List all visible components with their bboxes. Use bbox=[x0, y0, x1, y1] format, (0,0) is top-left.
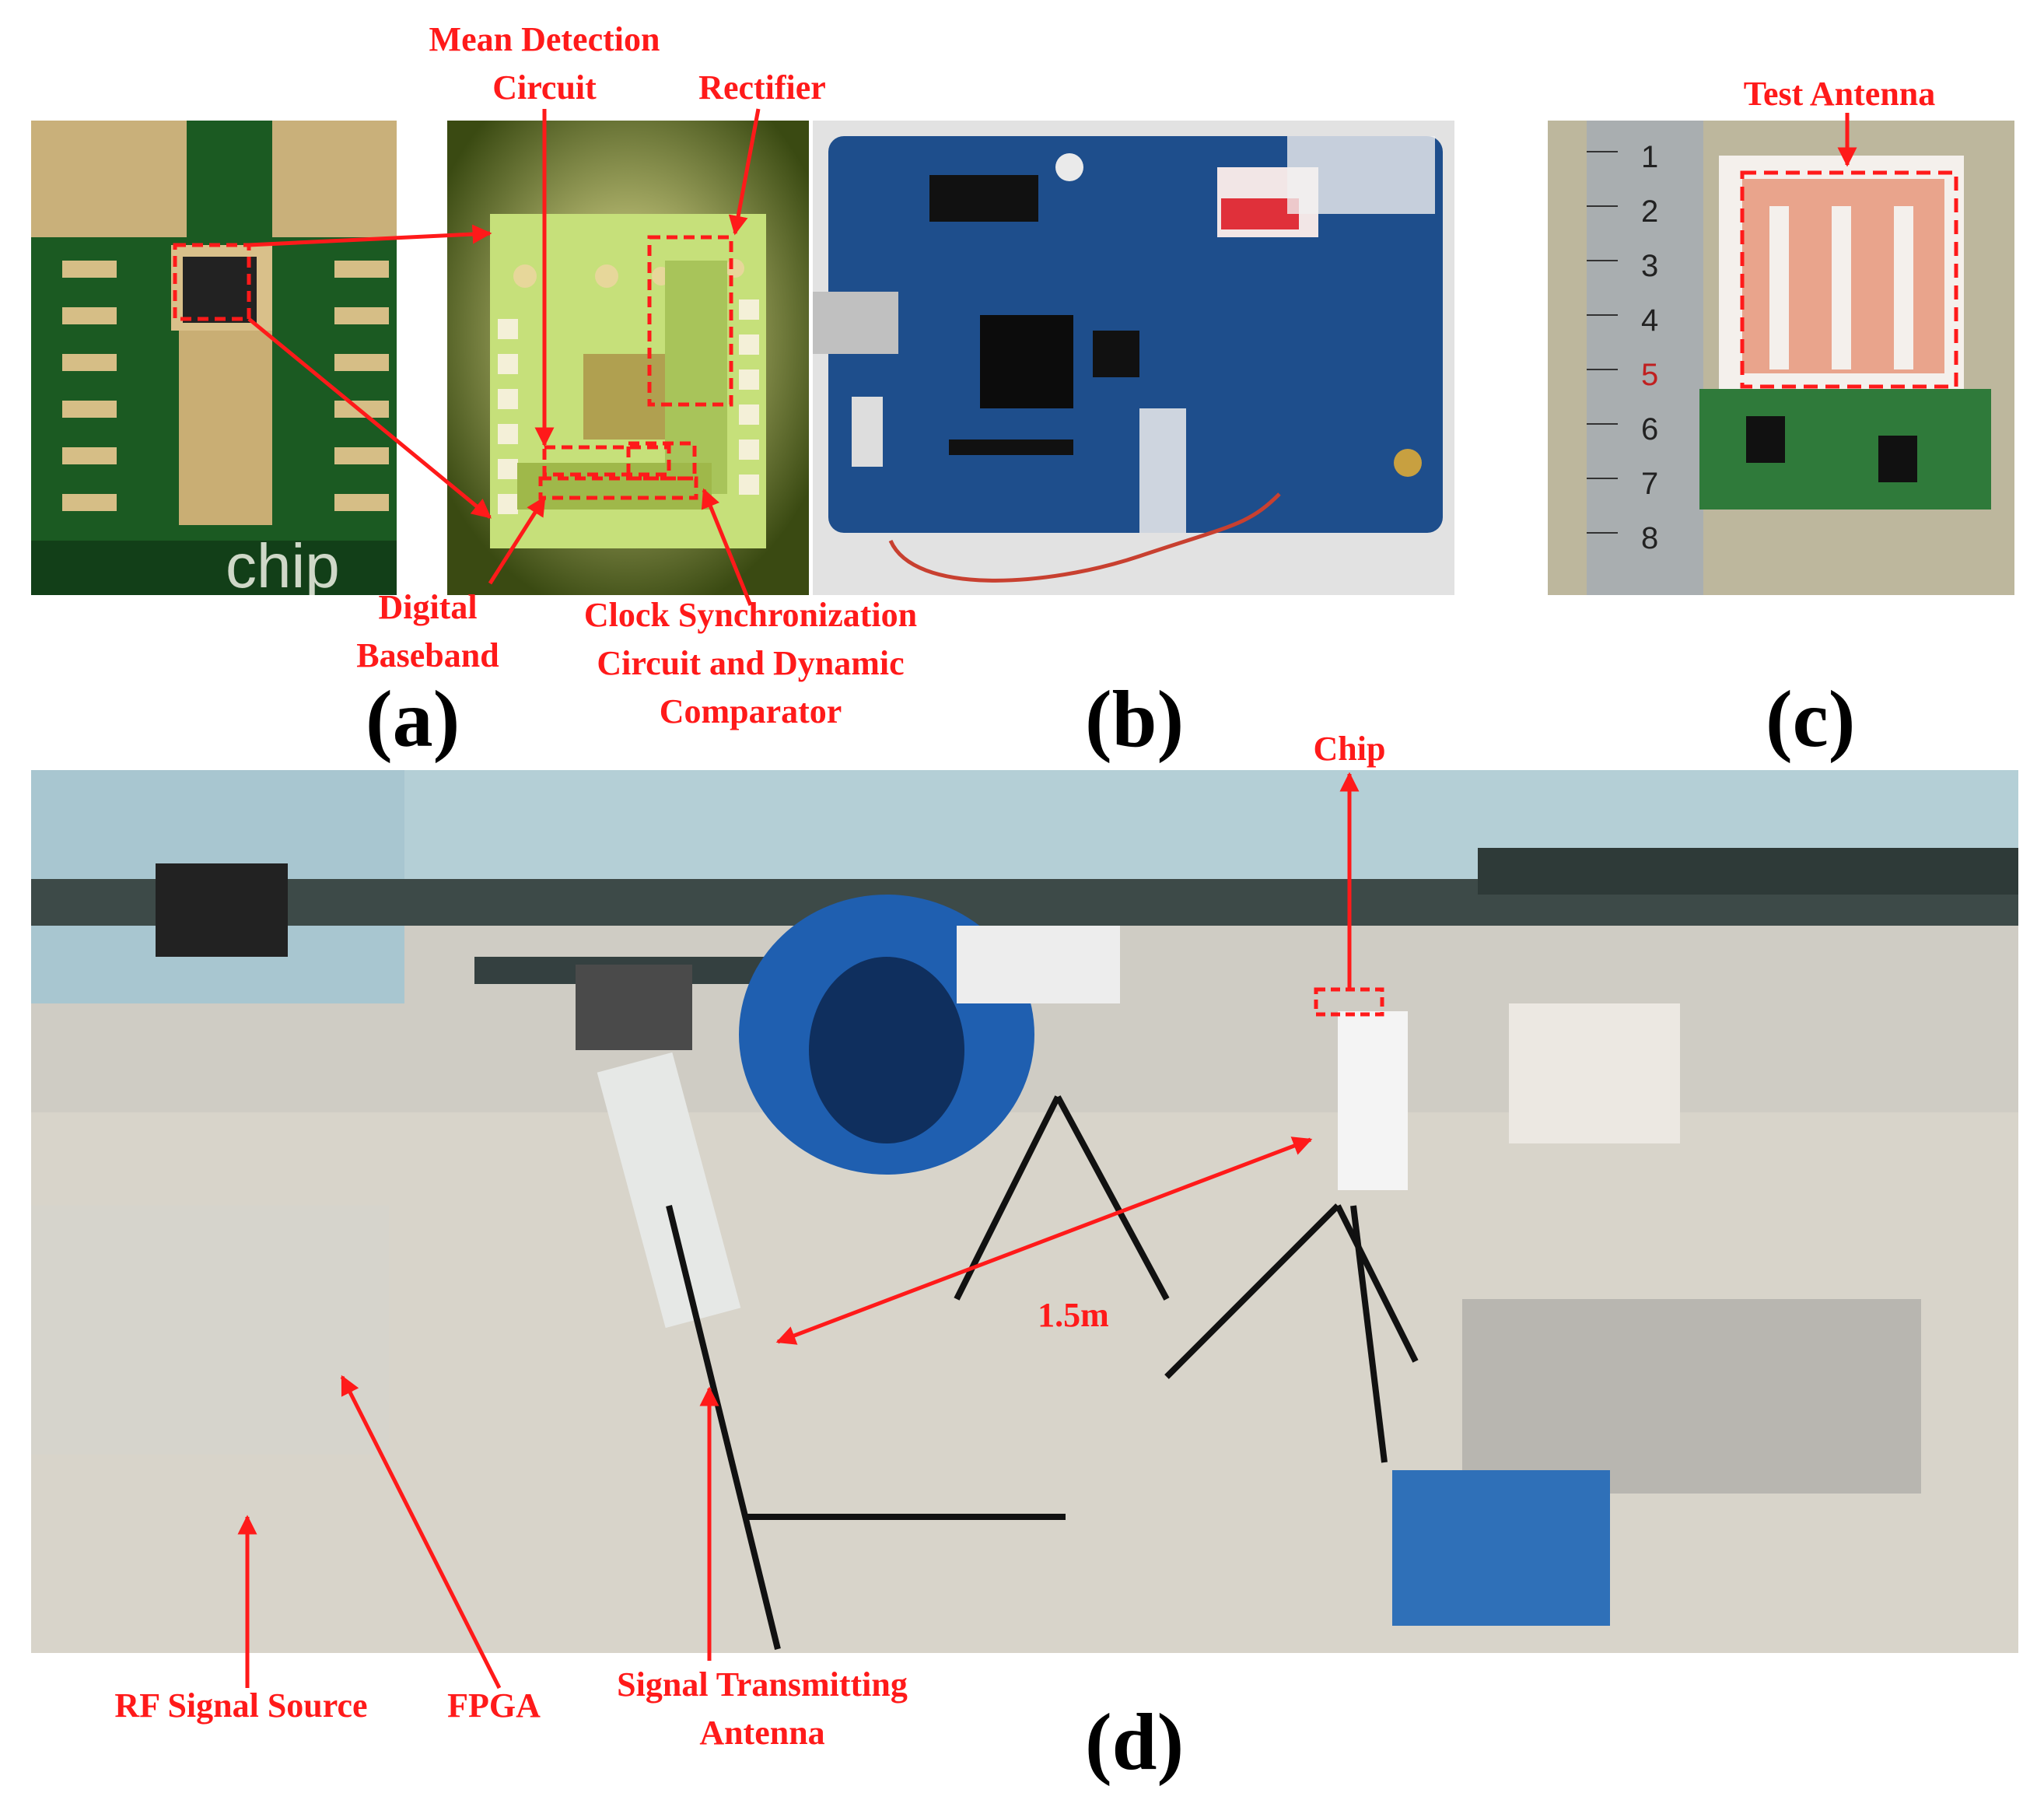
ruler-digit-7: 7 bbox=[1641, 467, 1658, 501]
chip-callout-box bbox=[173, 243, 251, 321]
test-antenna-box bbox=[1740, 170, 1958, 389]
photo-chip-package: chip bbox=[31, 121, 397, 595]
chip-location-box bbox=[1314, 987, 1384, 1017]
ruler-digit-8: 8 bbox=[1641, 521, 1658, 555]
rectifier-box bbox=[647, 235, 733, 407]
panel-label-c: (c) bbox=[1766, 674, 1856, 764]
panel-label-d: (d) bbox=[1085, 1697, 1185, 1787]
ruler-digit-1: 1 bbox=[1641, 140, 1658, 174]
photo-die-micrograph bbox=[447, 121, 809, 595]
panel-label-b: (b) bbox=[1085, 674, 1185, 764]
ruler-digit-2: 2 bbox=[1641, 194, 1658, 229]
label-rectifier: Rectifier bbox=[698, 68, 826, 107]
mean-detection-box bbox=[542, 445, 671, 477]
chip-package-drawing: chip bbox=[31, 121, 397, 595]
clock-sync-arrow bbox=[701, 488, 753, 606]
rectifier-arrow bbox=[728, 108, 761, 236]
ruler-digit-3: 3 bbox=[1641, 249, 1658, 283]
fpga-arrow bbox=[340, 1375, 502, 1690]
label-digital-baseband: Digital Baseband bbox=[356, 588, 499, 674]
label-rf-signal-source: RF Signal Source bbox=[114, 1686, 368, 1725]
label-clock-sync: Clock Synchronization Circuit and Dynami… bbox=[583, 596, 918, 730]
distance-arrow bbox=[775, 1136, 1313, 1345]
label-mean-detection: Mean Detection Circuit bbox=[429, 20, 660, 107]
photo-test-setup bbox=[31, 770, 2018, 1653]
test-setup-drawing bbox=[31, 770, 2018, 1653]
photo-fpga-board bbox=[813, 121, 1454, 595]
digital-baseband-box bbox=[538, 476, 698, 500]
digital-baseband-arrow bbox=[488, 496, 547, 585]
label-test-antenna: Test Antenna bbox=[1743, 75, 1936, 113]
label-distance: 1.5m bbox=[1038, 1296, 1109, 1334]
test-antenna-drawing: 1 2 3 4 5 6 7 8 bbox=[1548, 121, 2014, 595]
fpga-board-drawing bbox=[813, 121, 1454, 595]
ruler-digit-6: 6 bbox=[1641, 412, 1658, 446]
chip-zoom-arrow-bottom bbox=[247, 317, 492, 519]
chip-zoom-arrow-top bbox=[248, 224, 492, 247]
chip-silkscreen-text: chip bbox=[226, 531, 340, 595]
ruler-digit-5: 5 bbox=[1641, 358, 1658, 392]
ruler-digit-4: 4 bbox=[1641, 303, 1658, 338]
label-chip: Chip bbox=[1313, 730, 1386, 768]
panel-label-a: (a) bbox=[366, 674, 460, 764]
label-signal-tx-antenna: Signal Transmitting Antenna bbox=[617, 1665, 908, 1752]
photo-test-antenna: 1 2 3 4 5 6 7 8 bbox=[1548, 121, 2014, 595]
die-micrograph-drawing bbox=[447, 121, 809, 595]
label-fpga: FPGA bbox=[447, 1686, 541, 1725]
